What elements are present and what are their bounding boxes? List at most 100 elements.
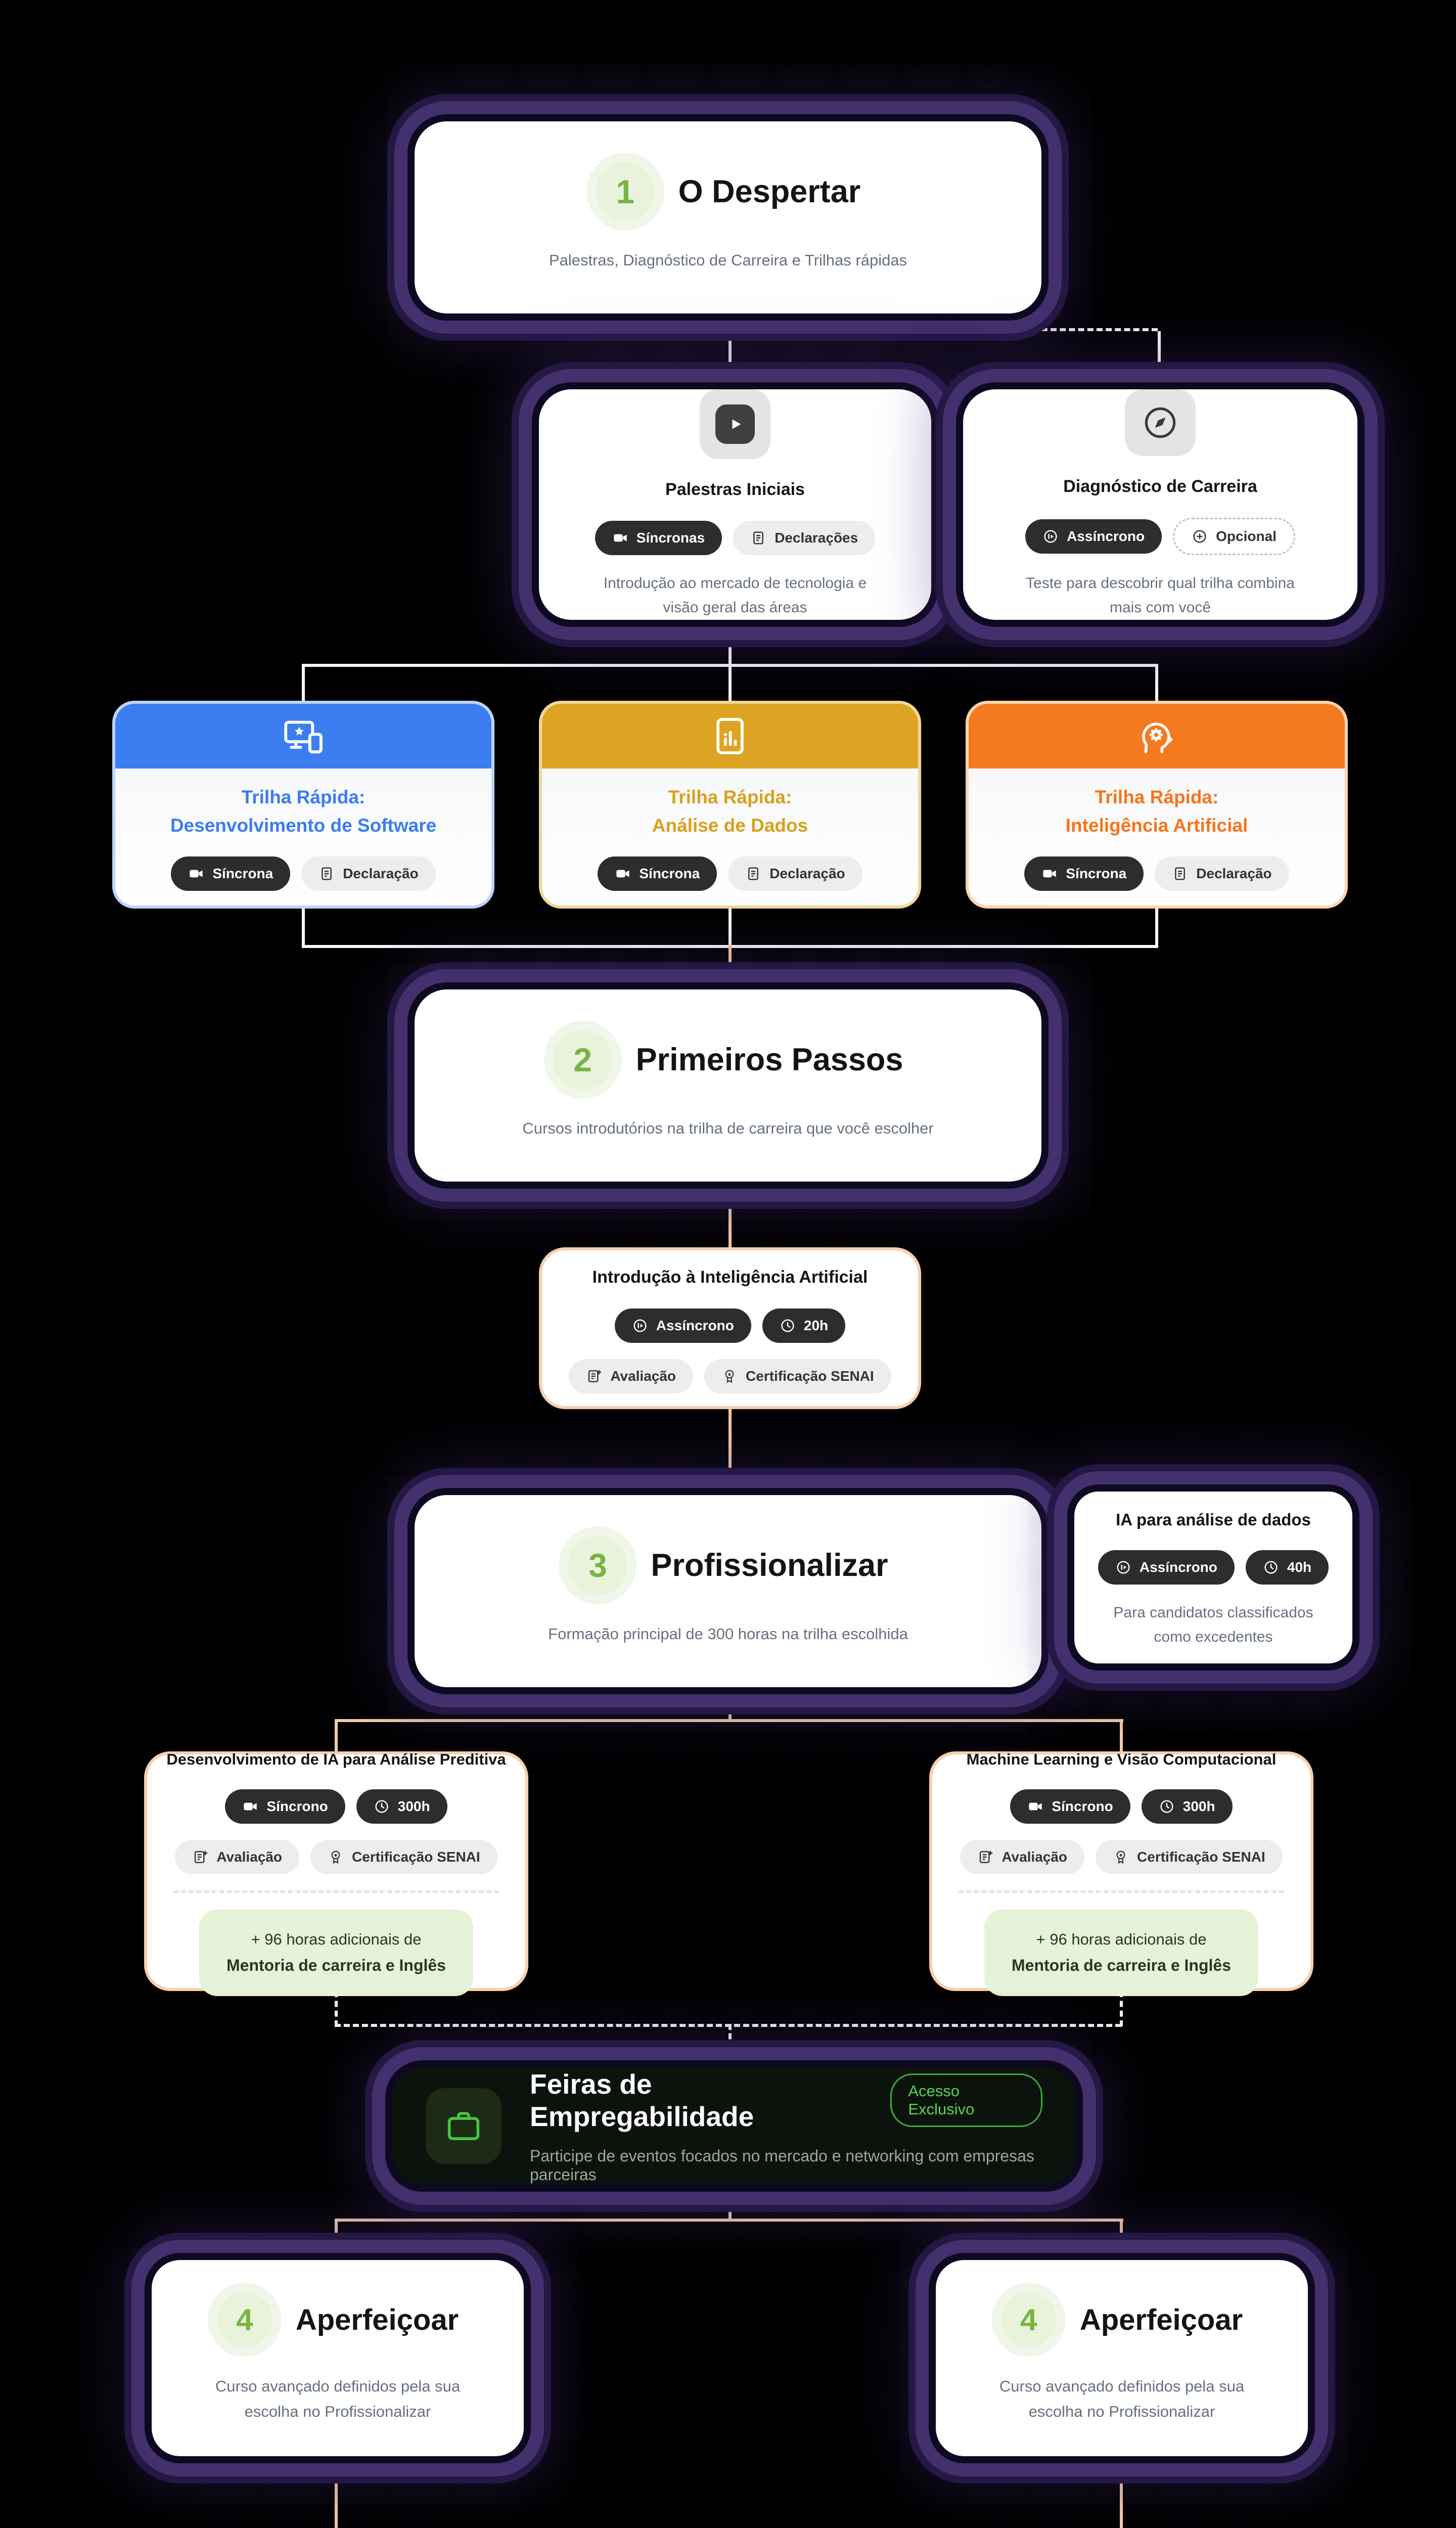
trilha-title: Trilha Rápida:Desenvolvimento de Softwar… xyxy=(170,787,437,836)
connector-line xyxy=(729,1408,732,1495)
connector-dashed-line xyxy=(729,2024,732,2067)
badge-avaliacao: Avaliação xyxy=(960,1839,1085,1874)
connector-line xyxy=(729,945,732,989)
video-icon xyxy=(614,534,627,542)
badge-assincrono: Assíncrono xyxy=(1025,519,1162,554)
connector-line xyxy=(1158,331,1161,390)
badge-hours: 300h xyxy=(356,1789,447,1824)
trilha-title: Trilha Rápida:Análise de Dados xyxy=(652,787,808,836)
banner-description: Participe de eventos focados no mercado … xyxy=(530,2147,1034,2184)
monitor-phone-icon xyxy=(284,720,323,754)
trilha-dados-card[interactable]: Trilha Rápida:Análise de Dados Síncrona … xyxy=(539,701,921,909)
badge-declaracao: Declaração xyxy=(301,856,436,891)
badge-certificacao: Certificação SENAI xyxy=(310,1839,497,1874)
trilha-card-header xyxy=(542,704,918,769)
badge-sincrona: Síncrona xyxy=(171,856,291,891)
compass-iconbox xyxy=(1125,389,1196,457)
connector-line xyxy=(335,1719,338,1752)
stage-2-primeiros-passos-card[interactable]: 2 Primeiros Passos Cursos introdutórios … xyxy=(415,989,1041,1182)
clipboard-plus-icon xyxy=(980,1850,993,1863)
badge-sincronas: Síncronas xyxy=(595,521,722,555)
ia-analise-dados-card[interactable]: IA para análise de dados Assíncrono 40h … xyxy=(1074,1492,1352,1663)
card-description: Introdução ao mercado de tecnologia e vi… xyxy=(603,575,867,616)
document-icon xyxy=(1175,867,1186,880)
video-icon xyxy=(1029,1802,1042,1811)
introducao-ia-card[interactable]: Introdução à Inteligência Artificial Ass… xyxy=(539,1247,921,1409)
connector-line xyxy=(729,1686,732,1722)
trilha-card-header xyxy=(969,704,1345,769)
trilha-ia-card[interactable]: Trilha Rápida:Inteligência Artificial Sí… xyxy=(966,701,1348,909)
palestras-iniciais-card[interactable]: Palestras Iniciais Síncronas Declarações… xyxy=(539,389,931,620)
briefcase-icon xyxy=(447,2112,480,2140)
connector-dashed-line xyxy=(738,328,1158,331)
connector-line xyxy=(335,2456,338,2528)
connector-dashed-line xyxy=(1120,1991,1123,2026)
stage-1-despertar-card[interactable]: 1 O Despertar Palestras, Diagnóstico de … xyxy=(415,121,1041,313)
badge-assincrono: Assíncrono xyxy=(614,1308,751,1343)
dashed-divider xyxy=(173,1890,499,1893)
badge-assincrono: Assíncrono xyxy=(1098,1550,1235,1585)
chart-tablet-icon xyxy=(716,718,744,754)
connector-line xyxy=(335,2219,338,2260)
diagnostico-carreira-card[interactable]: Diagnóstico de Carreira Assíncrono Opcio… xyxy=(963,389,1357,620)
badge-sincrono: Síncrono xyxy=(225,1789,345,1824)
stage-number-badge: 2 xyxy=(553,1030,613,1090)
award-icon xyxy=(725,1370,734,1383)
dev-ia-analise-preditiva-card[interactable]: Desenvolvimento de IA para Análise Predi… xyxy=(144,1750,528,1996)
stage-3-profissionalizar-card[interactable]: 3 Profissionalizar Formação principal de… xyxy=(415,1495,1041,1687)
play-circle-icon xyxy=(1044,530,1057,543)
badge-hours: 20h xyxy=(762,1308,846,1343)
stage-4-aperfeicoar-right-card[interactable]: 4 Aperfeiçoar Curso avançado definidos p… xyxy=(936,2260,1308,2456)
badge-acesso-exclusivo: Acesso Exclusivo xyxy=(890,2073,1042,2127)
badge-sincrono: Síncrono xyxy=(1010,1789,1130,1824)
trilha-software-card[interactable]: Trilha Rápida:Desenvolvimento de Softwar… xyxy=(112,701,494,909)
clipboard-plus-icon xyxy=(195,1850,208,1863)
stage-number-badge: 3 xyxy=(568,1536,628,1596)
stage-title: Profissionalizar xyxy=(651,1548,888,1584)
badge-sincrona: Síncrona xyxy=(1024,856,1144,891)
stage-subtitle: Curso avançado definidos pela sua escolh… xyxy=(999,2377,1245,2420)
connector-line xyxy=(302,664,305,701)
stage-title: Primeiros Passos xyxy=(635,1042,903,1078)
badge-hours: 40h xyxy=(1245,1550,1329,1585)
head-gear-icon xyxy=(1142,723,1173,753)
stage-number-badge: 4 xyxy=(216,2292,272,2348)
trilha-card-header xyxy=(115,704,491,769)
plus-circle-icon xyxy=(1193,530,1206,543)
connector-line xyxy=(1120,2456,1123,2528)
stage-number-badge: 1 xyxy=(595,162,655,222)
badge-certificacao: Certificação SENAI xyxy=(704,1359,891,1393)
stage-4-aperfeicoar-left-card[interactable]: 4 Aperfeiçoar Curso avançado definidos p… xyxy=(152,2260,524,2456)
machine-learning-visao-card[interactable]: Machine Learning e Visão Computacional S… xyxy=(929,1750,1313,1996)
briefcase-iconbox xyxy=(426,2088,502,2164)
stage-number-badge: 4 xyxy=(1000,2292,1057,2348)
card-title: Introdução à Inteligência Artificial xyxy=(592,1268,868,1287)
document-icon xyxy=(753,531,764,545)
card-title: Desenvolvimento de IA para Análise Predi… xyxy=(166,1750,506,1769)
card-title: Machine Learning e Visão Computacional xyxy=(966,1750,1277,1769)
video-icon xyxy=(1043,870,1057,878)
connector-line xyxy=(729,1181,732,1247)
card-title: Palestras Iniciais xyxy=(665,480,805,500)
badge-certificacao: Certificação SENAI xyxy=(1096,1839,1283,1874)
connector-line xyxy=(335,2219,1123,2222)
badge-avaliacao: Avaliação xyxy=(569,1359,694,1393)
video-player-icon xyxy=(700,389,770,460)
connector-line xyxy=(729,313,732,390)
clock-icon xyxy=(1264,1561,1278,1574)
video-icon xyxy=(244,1802,257,1811)
connector-line xyxy=(729,2184,732,2221)
card-title: IA para análise de dados xyxy=(1116,1510,1311,1529)
video-icon xyxy=(616,870,630,878)
video-icon xyxy=(190,870,203,878)
card-description: Para candidatos classificados como exced… xyxy=(1113,1604,1313,1646)
badge-sincrona: Síncrona xyxy=(598,856,717,891)
stage-title: Aperfeiçoar xyxy=(295,2303,459,2336)
connector-dashed-line xyxy=(335,1991,338,2026)
award-icon xyxy=(1116,1850,1125,1864)
feiras-empregabilidade-banner[interactable]: Feiras de Empregabilidade Acesso Exclusi… xyxy=(392,2067,1076,2185)
connector-line xyxy=(302,909,305,947)
